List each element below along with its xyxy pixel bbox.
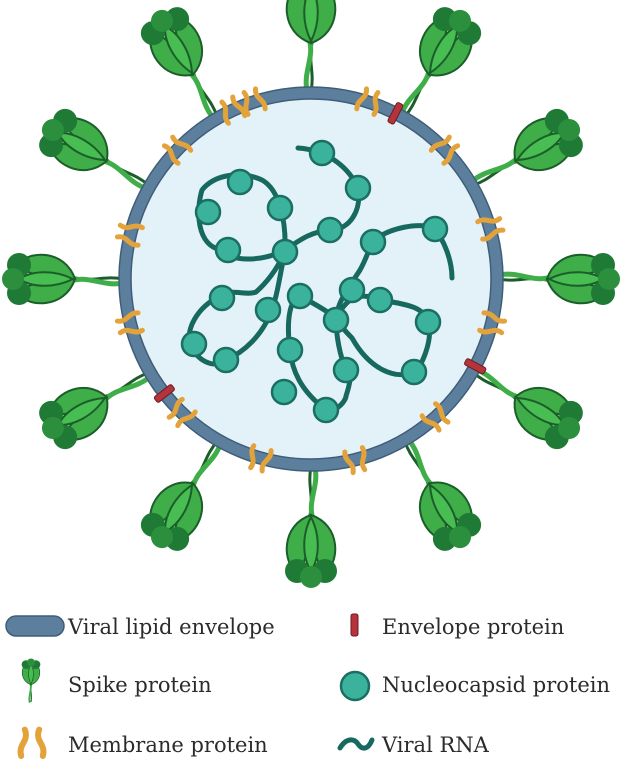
nucleocapsid-protein: [308, 139, 336, 167]
nucleocapsid-protein: [316, 216, 344, 244]
nucleocapsid-protein: [338, 276, 366, 304]
nucleocapsid-protein: [270, 378, 298, 406]
envelope-protein-swatch: [350, 613, 359, 637]
envelope-swatch: [5, 615, 65, 637]
legend-item-nucleocapsid-protein: Nucleocapsid protein: [339, 670, 610, 702]
spike-icon: [20, 657, 42, 703]
nucleocapsid-protein: [226, 168, 254, 196]
viral-lipid-envelope-outline: [118, 86, 504, 472]
nucleocapsid-swatch: [339, 670, 371, 702]
nucleocapsid-protein: [212, 346, 240, 374]
nucleocapsid-protein: [359, 228, 387, 256]
envelope-protein: [153, 384, 175, 403]
legend-label-envelope-protein: Envelope protein: [382, 615, 564, 639]
legend-item-spike-protein: Spike protein: [20, 657, 212, 703]
nucleocapsid-protein: [421, 215, 449, 243]
nucleocapsid-protein: [194, 198, 222, 226]
spike-protein: [2, 253, 123, 305]
nucleocapsid-protein: [332, 356, 360, 384]
legend-label-nucleocapsid-protein: Nucleocapsid protein: [382, 673, 610, 697]
nucleocapsid-protein: [366, 286, 394, 314]
nucleocapsid-protein: [180, 330, 208, 358]
legend-label-viral-lipid-envelope: Viral lipid envelope: [67, 615, 275, 639]
rna-icon: [337, 737, 375, 751]
spike-protein: [285, 0, 337, 91]
nucleocapsid-protein: [208, 284, 236, 312]
nucleocapsid-protein: [312, 396, 340, 424]
spike-protein: [499, 253, 620, 305]
nucleocapsid-protein: [414, 308, 442, 336]
nucleocapsid-protein: [276, 336, 304, 364]
envelope-protein: [387, 102, 404, 125]
viral-lipid-envelope-inner-outline: [130, 98, 492, 460]
legend-item-envelope-protein: Envelope protein: [350, 613, 564, 639]
legend-item-viral-rna: Viral RNA: [337, 733, 490, 757]
nucleocapsid-protein: [400, 358, 428, 386]
virion: [2, 0, 620, 588]
legend-label-spike-protein: Spike protein: [68, 673, 212, 697]
nucleocapsid-protein: [286, 282, 314, 310]
nucleocapsid-protein: [214, 236, 242, 264]
nucleocapsid-protein: [266, 194, 294, 222]
membrane-icon: [21, 730, 44, 756]
legend-label-viral-rna: Viral RNA: [381, 733, 490, 757]
legend: Viral lipid envelope Envelope protein Sp…: [5, 613, 610, 757]
nucleocapsid-protein: [322, 306, 350, 334]
envelope-protein: [464, 358, 487, 375]
nucleocapsid-protein: [344, 174, 372, 202]
legend-item-membrane-protein: Membrane protein: [21, 730, 268, 757]
envelope-proteins: [153, 102, 487, 403]
legend-label-membrane-protein: Membrane protein: [68, 733, 268, 757]
legend-item-viral-lipid-envelope: Viral lipid envelope: [5, 615, 275, 639]
nucleocapsid-protein: [254, 296, 282, 324]
nucleocapsid-proteins: [180, 139, 449, 424]
spike-protein: [285, 467, 337, 588]
nucleocapsid-protein: [271, 238, 299, 266]
